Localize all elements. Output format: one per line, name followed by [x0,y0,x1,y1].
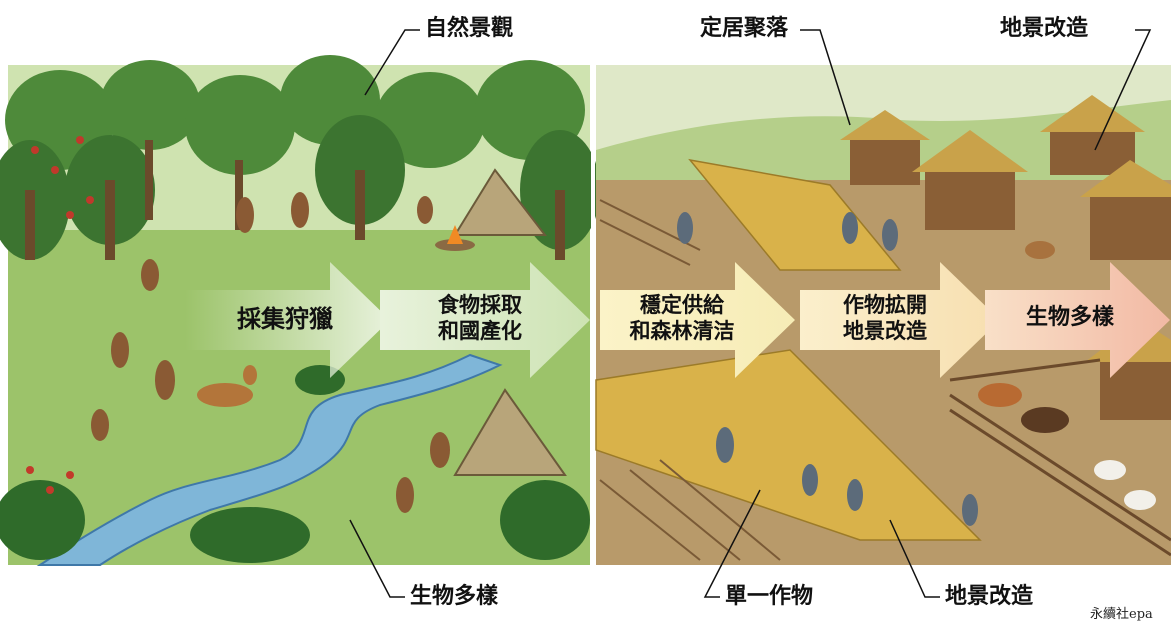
arrow-5-line1: 生物多樣 [1025,305,1114,330]
hunter-gatherers [91,192,450,513]
arrow-1-line1: 採集狩獵 [237,305,333,333]
houses [840,95,1171,420]
flowers [26,466,74,494]
arrow-4-label: 作物拡開 地景改造 [820,292,950,345]
label-biodiversity: 生物多樣 [410,584,499,609]
arrow-2-line2: 和國產化 [438,319,522,344]
leader-settlement [800,29,851,126]
arrow-5 [985,262,1170,378]
arrow-4-line1: 作物拡開 [843,293,927,317]
label-natural-landscape: 自然景觀 [425,16,514,41]
arrow-3 [600,262,795,378]
foreground-plants [0,365,590,563]
process-arrows [185,262,1170,378]
fence [949,358,1171,557]
arrow-2 [380,262,590,378]
arrow-5-label: 生物多樣 [1010,304,1130,332]
tree-trunks [25,140,565,260]
watermark: 永續社epa [1090,607,1153,622]
arrow-2-label: 食物採取 和國產化 [410,292,550,345]
arrow-3-line1: 穩定供給 [640,293,724,317]
arrow-1 [185,262,390,378]
forest-panel [0,55,600,566]
forest-ground [8,230,590,565]
arrow-4-line2: 地景改造 [843,319,927,344]
leader-landscape-top [1094,29,1152,151]
label-monoculture: 單一作物 [725,584,814,609]
label-sedentary-settlement: 定居聚落 [700,16,789,41]
campfire [435,225,475,251]
farmers [677,212,978,526]
arrow-4 [800,262,1000,378]
arrow-2-line1: 食物採取 [438,293,522,317]
deer [197,365,257,407]
tent-top [453,168,548,236]
tent-bottom [453,388,567,476]
river [36,353,503,566]
arrow-1-label: 採集狩獵 [225,304,345,334]
leader-natural [364,29,420,96]
leader-lines [349,29,1152,598]
livestock [978,241,1156,510]
leader-landscape-bottom [889,519,940,598]
label-landscape-modification-bottom: 地景改造 [945,584,1034,609]
arrow-3-label: 穩定供給 和森林清洁 [612,292,752,345]
leader-biodiversity [349,519,405,598]
leader-monoculture [703,489,761,598]
arrow-3-line2: 和森林清洁 [629,319,735,344]
label-landscape-modification-top: 地景改造 [1000,16,1089,41]
berries [31,136,94,219]
